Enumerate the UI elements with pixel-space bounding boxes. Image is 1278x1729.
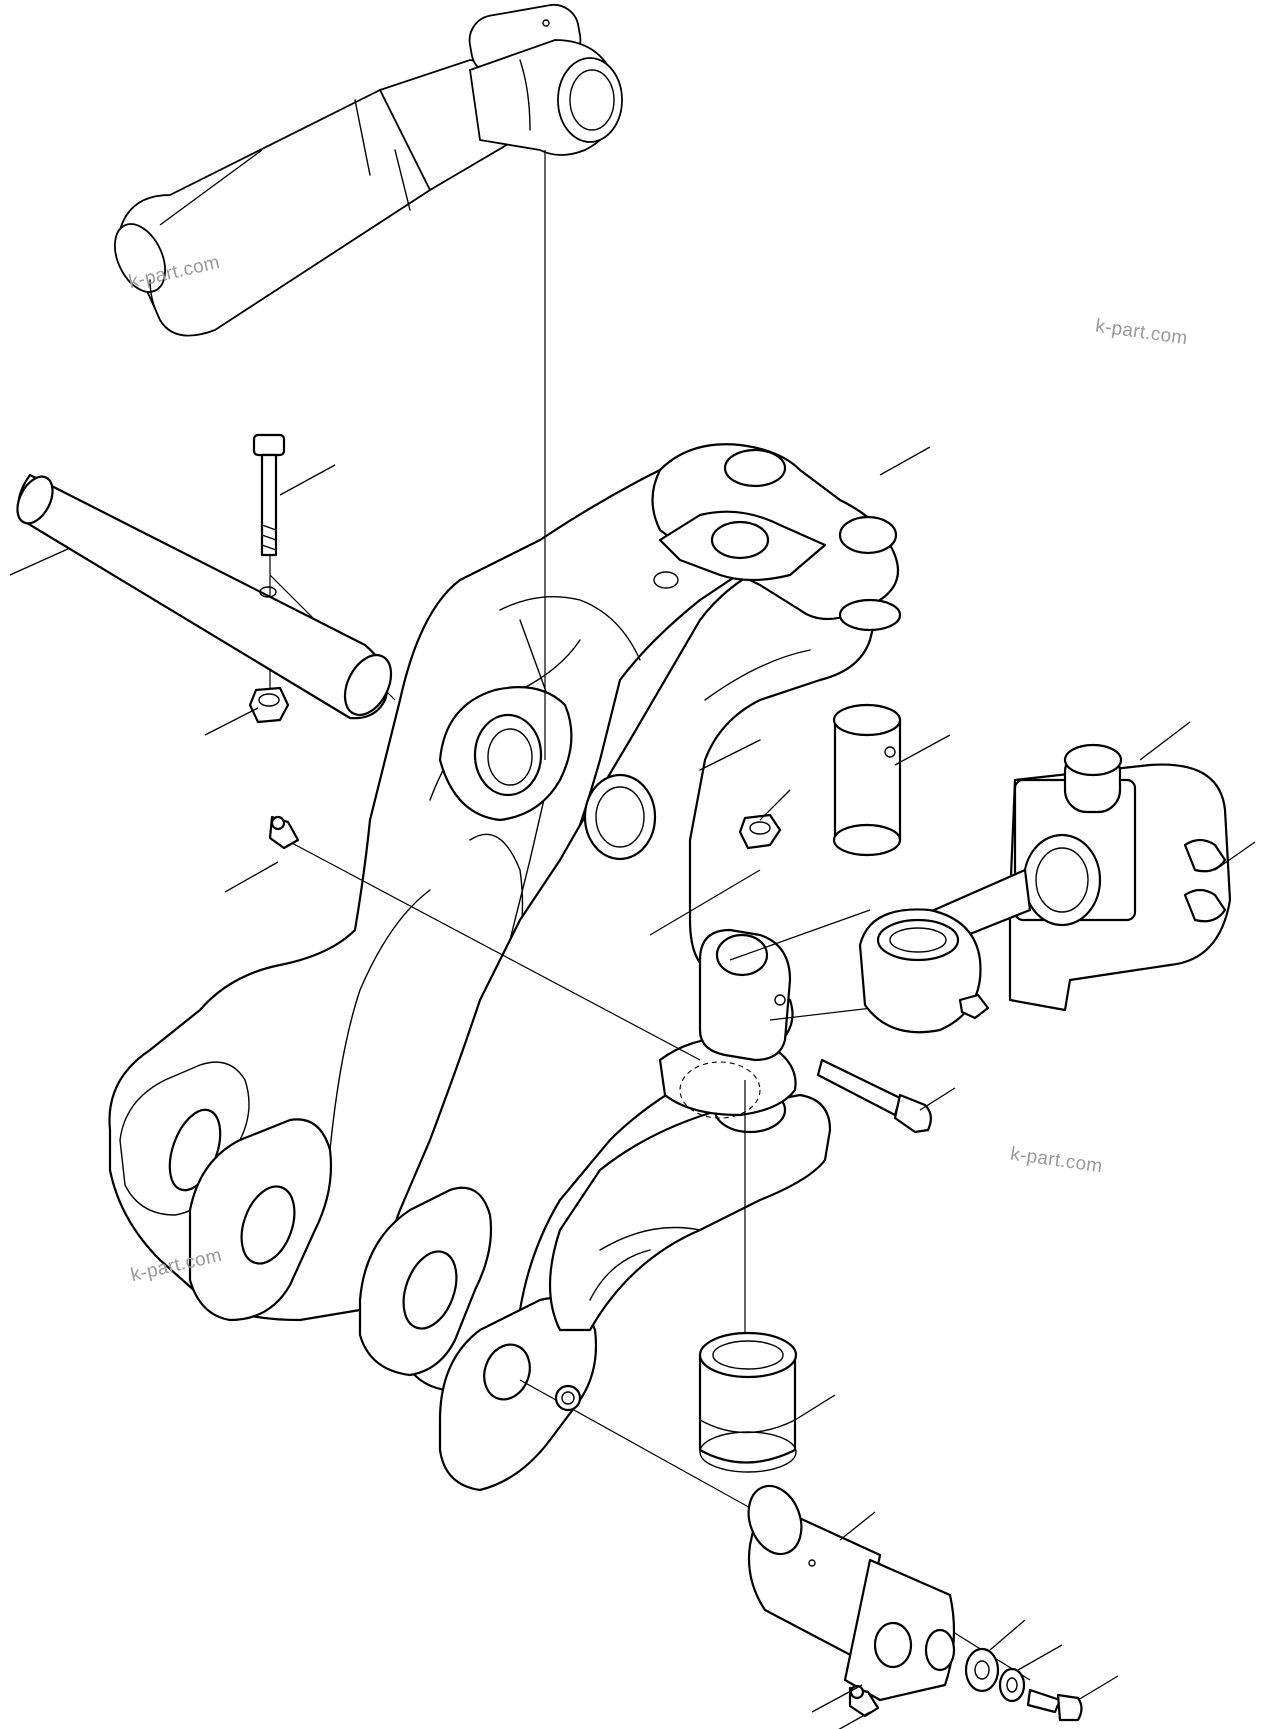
nut-center: [738, 813, 782, 850]
bushing: [698, 1331, 798, 1473]
bolt-vertical: [252, 433, 286, 557]
washer-small: [998, 1667, 1026, 1703]
bolt-horizontal: [816, 1058, 932, 1134]
callout-leaders: [9, 149, 1256, 1729]
swing-cylinder: [858, 743, 1232, 1034]
front-plate: [358, 553, 882, 1492]
grease-fitting-nut: [554, 1384, 582, 1412]
washer-large: [964, 1647, 1000, 1693]
top-mount-plate: [651, 443, 902, 632]
nut-left: [248, 686, 290, 724]
hex-bolt-small: [1026, 1688, 1083, 1722]
lower-pin: [747, 1484, 956, 1702]
hydraulic-cylinder: [114, 3, 623, 337]
long-pin: [16, 473, 393, 720]
grease-fitting-left: [268, 815, 300, 850]
short-pin: [832, 703, 902, 857]
